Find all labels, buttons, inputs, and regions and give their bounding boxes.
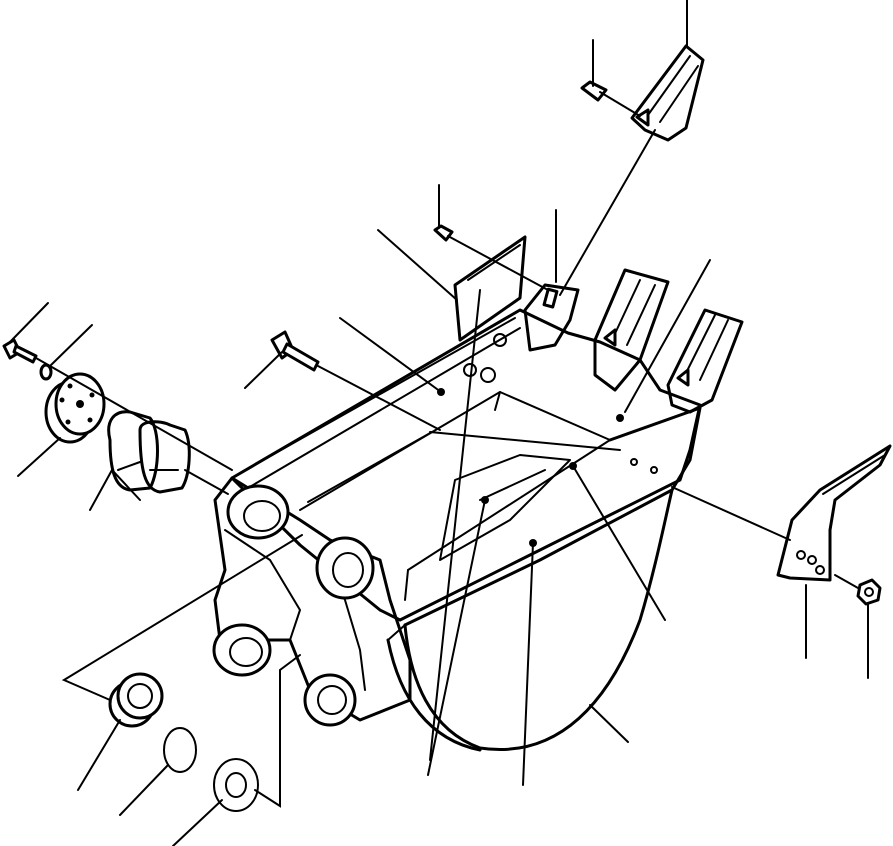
tooth-adapter-left: [523, 283, 580, 352]
bushing: [108, 672, 164, 728]
tooth-pin: [580, 80, 608, 102]
adjustment-shims: [107, 410, 191, 494]
tooth-adapter-right: [666, 308, 744, 414]
leader-lines: [9, 0, 869, 846]
side-cutter: [776, 444, 892, 582]
bucket-tooth: [630, 44, 705, 142]
bucket-body: [230, 235, 702, 752]
hub-bolt: [2, 338, 38, 364]
side-bolt: [270, 330, 320, 372]
tooth-adapter-center: [593, 268, 670, 392]
side-cutter-nut: [856, 578, 882, 606]
o-ring: [163, 727, 197, 773]
pin-hub-flange: [44, 372, 106, 444]
thrust-washer: [213, 758, 259, 812]
hub-lock-washer: [39, 363, 53, 381]
bucket-mount-bracket: [212, 476, 412, 727]
